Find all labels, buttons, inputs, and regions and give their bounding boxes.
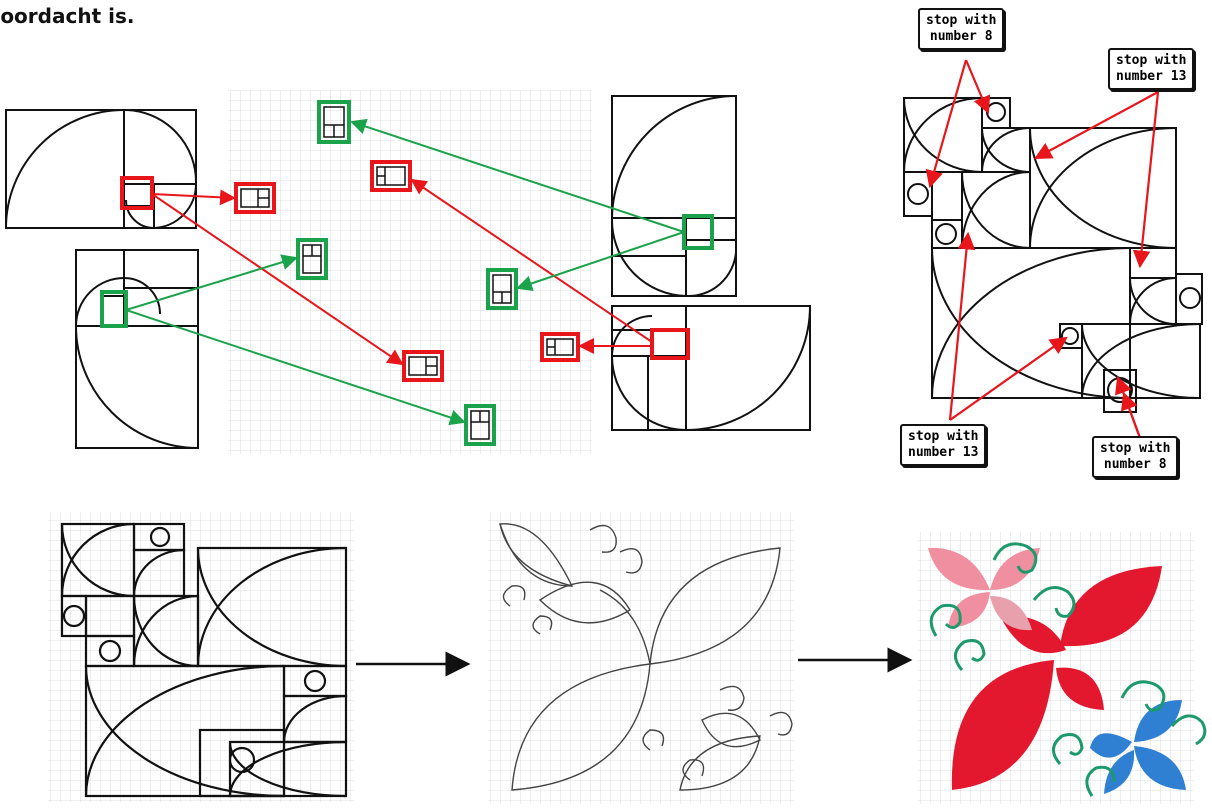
- callout-line: stop with: [926, 13, 997, 28]
- grid-paper-bottom-middle: [488, 512, 794, 804]
- intro-text-fragment: doordacht is.: [0, 4, 135, 28]
- green-marker-glyphs: [302, 106, 512, 440]
- golden-spiral-right-wide: [610, 305, 811, 432]
- callout-bottom-right: stop with number 8: [1092, 436, 1179, 478]
- callout-pointer-lines: [925, 59, 1160, 439]
- callout-line: stop with: [908, 429, 979, 444]
- coloured-flower: [928, 547, 1186, 794]
- callout-top-right: stop with number 13: [1108, 48, 1195, 90]
- callout-line: number 8: [1103, 457, 1167, 472]
- red-arrows: [151, 178, 653, 366]
- callout-line: number 13: [908, 445, 979, 460]
- outline-drawing: [499, 523, 793, 791]
- callout-top-left: stop with number 8: [918, 8, 1005, 50]
- callout-line: stop with: [1100, 441, 1171, 456]
- callout-line: number 8: [929, 29, 993, 44]
- grid-paper-top: [228, 90, 592, 454]
- assembled-spiral-design: [903, 97, 1203, 413]
- red-marker-glyphs: [240, 166, 574, 376]
- construction-diagram: [60, 522, 348, 798]
- golden-spiral-right-tall: [610, 95, 737, 298]
- green-arrows: [125, 118, 685, 426]
- golden-spiral-left-tall: [74, 249, 199, 449]
- golden-spiral-top-left: [5, 108, 198, 230]
- callout-bottom-left: stop with number 13: [900, 424, 987, 466]
- coloured-curls: [929, 542, 1207, 797]
- callout-line: stop with: [1116, 53, 1187, 68]
- callout-line: number 13: [1116, 69, 1187, 84]
